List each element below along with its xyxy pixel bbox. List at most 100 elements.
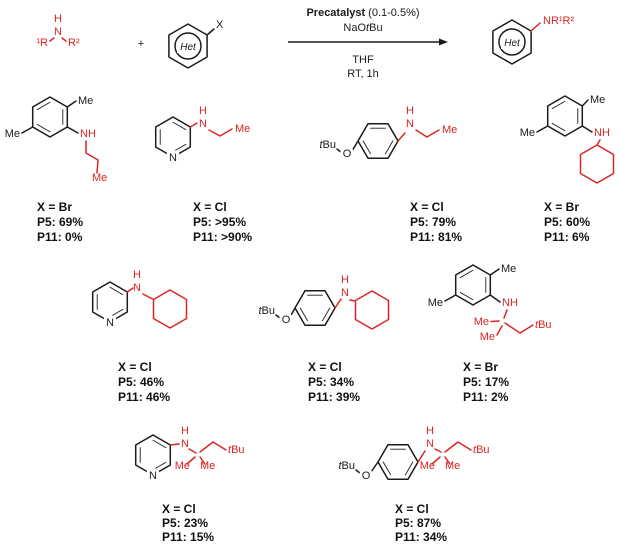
me-label: Me <box>200 460 215 472</box>
double-bond-inner <box>36 101 64 133</box>
halide-label: X = Br <box>544 200 580 214</box>
me-label: Me <box>501 263 516 275</box>
p11-yield: P11: 34% <box>395 530 448 544</box>
product-cell-3: O tBu N H Me X = Cl P5: 79% P11: 81% <box>300 95 476 244</box>
double-bond-inner <box>362 127 394 155</box>
amine-reactant: ¹R N H R² <box>36 13 80 49</box>
p5-yield: P5: 34% <box>308 375 355 389</box>
n-label: N <box>169 152 177 164</box>
product-cell-7: Me Me NH Me Me tBu X = Br P5: 17% P11: 2… <box>425 258 620 404</box>
propyl-chain <box>85 140 99 174</box>
n-label: N <box>54 26 62 38</box>
yield-labels: X = Cl P5: 79% P11: 81% <box>410 200 462 245</box>
me-label: Me <box>235 123 250 135</box>
nh-label: NH <box>80 128 96 140</box>
product-cell-8: N N H Me Me tBu X = Cl P5: 23% P11: 15% <box>115 422 315 544</box>
h-label: H <box>341 274 349 286</box>
bond <box>334 298 342 309</box>
me-label: Me <box>92 172 107 184</box>
benzene-ring <box>21 96 79 138</box>
product-cell-4: Me Me NH X = Br P5: 60% P11: 6% <box>478 94 620 244</box>
propyl-chain <box>415 129 440 138</box>
me-label: Me <box>78 95 93 107</box>
n-label: N <box>406 118 414 130</box>
yield-labels: X = Cl P5: 46% P11: 46% <box>118 360 170 405</box>
x-substituent-label: X <box>216 19 224 31</box>
bond <box>530 22 541 32</box>
p5-yield: P5: 46% <box>118 375 165 389</box>
nh-label: NH <box>502 297 518 309</box>
me-label: Me <box>520 127 535 139</box>
tbu-label: tBu <box>473 444 490 456</box>
p5-yield: P5: >95% <box>193 215 247 229</box>
propyl-chain <box>208 128 233 137</box>
halide-label: X = Cl <box>410 200 444 214</box>
molecule-structure: Me Me NH <box>520 94 615 184</box>
yield-labels: X = Br P5: 17% P11: 2% <box>463 360 509 405</box>
n-label: N <box>341 287 349 299</box>
halide-label: X = Br <box>37 200 73 214</box>
product-cell-2: N N H Me X = Cl P5: >95% P11: >90% <box>148 95 300 244</box>
o-label: O <box>282 314 291 326</box>
h-label: H <box>181 425 189 437</box>
molecule-structure: O tBu N H Me Me tBu <box>338 425 490 485</box>
n-label: N <box>426 438 434 450</box>
r2-label: R² <box>68 37 80 49</box>
molecule-structure: Me Me NH Me Me tBu <box>428 263 552 343</box>
p5-yield: P5: 79% <box>410 215 457 229</box>
molecule-structure: Me Me NH Me <box>5 95 108 184</box>
h-label: H <box>199 105 207 117</box>
arrowhead <box>439 38 448 46</box>
halide-label: X = Cl <box>308 360 342 374</box>
temp-time-label: RT, 1h <box>347 68 379 80</box>
me-label: Me <box>590 94 605 106</box>
n-label: N <box>106 317 114 329</box>
double-bond-inner <box>382 448 414 476</box>
tbu-label: tBu <box>319 139 336 151</box>
yield-labels: X = Cl P5: 87% P11: 34% <box>395 502 447 544</box>
p11-yield: P11: 6% <box>544 230 590 244</box>
me-label: Me <box>5 128 20 140</box>
reaction-conditions: Precatalyst(0.1-0.5%) NaOtBu THF RT, 1h <box>288 7 448 80</box>
molecule-structure: O tBu N H <box>258 274 390 330</box>
tbu-label: tBu <box>338 460 355 472</box>
cyclohexyl-ring <box>349 290 390 330</box>
molecule-structure: O tBu N H Me <box>319 105 457 163</box>
base-line: NaOtBu <box>343 22 382 34</box>
yield-labels: X = Br P5: 60% P11: 6% <box>544 200 590 245</box>
r1-label: ¹R <box>36 37 48 49</box>
pyridine-ring <box>134 434 172 476</box>
p5-yield: P5: 87% <box>395 516 442 530</box>
tert-octyl-chain <box>490 309 534 336</box>
aryl-halide-reactant: Het X <box>168 19 224 69</box>
p11-yield: P11: 2% <box>463 390 509 404</box>
p5-yield: P5: 23% <box>162 516 209 530</box>
product-cell-5: N N H X = Cl P5: 46% P11: 46% <box>75 258 243 404</box>
p5-yield: P5: 17% <box>463 375 510 389</box>
tbu-label: tBu <box>535 319 552 331</box>
double-bond-inner <box>159 121 187 153</box>
benzene-ring <box>536 95 593 137</box>
tert-octyl-chain <box>186 441 227 465</box>
reaction-scheme: ¹R N H R² + Het X Precatalyst(0.1-0.5%) … <box>36 7 574 80</box>
p11-yield: P11: 46% <box>118 390 171 404</box>
benzene-ring <box>355 443 419 481</box>
p11-yield: P11: 15% <box>162 530 215 544</box>
tbu-label: tBu <box>228 444 245 456</box>
bond <box>49 37 67 42</box>
tert-octyl-chain <box>431 441 472 465</box>
tbu-label: tBu <box>258 305 275 317</box>
me-label: Me <box>474 316 489 328</box>
solvent-label: THF <box>352 54 374 66</box>
double-bond-inner <box>551 100 579 132</box>
double-bond-inner <box>96 286 124 318</box>
halide-label: X = Cl <box>395 502 429 516</box>
bond <box>397 132 406 142</box>
product-cell-1: Me Me NH Me X = Br P5: 69% P11: 0% <box>2 95 148 244</box>
double-bond-inner <box>299 294 331 322</box>
n-label: N <box>133 282 141 294</box>
me-label: Me <box>445 460 460 472</box>
product-general: Het NR¹R² <box>492 15 574 65</box>
yield-labels: X = Br P5: 69% P11: 0% <box>37 200 83 245</box>
molecule-structure: N N H <box>91 269 188 332</box>
